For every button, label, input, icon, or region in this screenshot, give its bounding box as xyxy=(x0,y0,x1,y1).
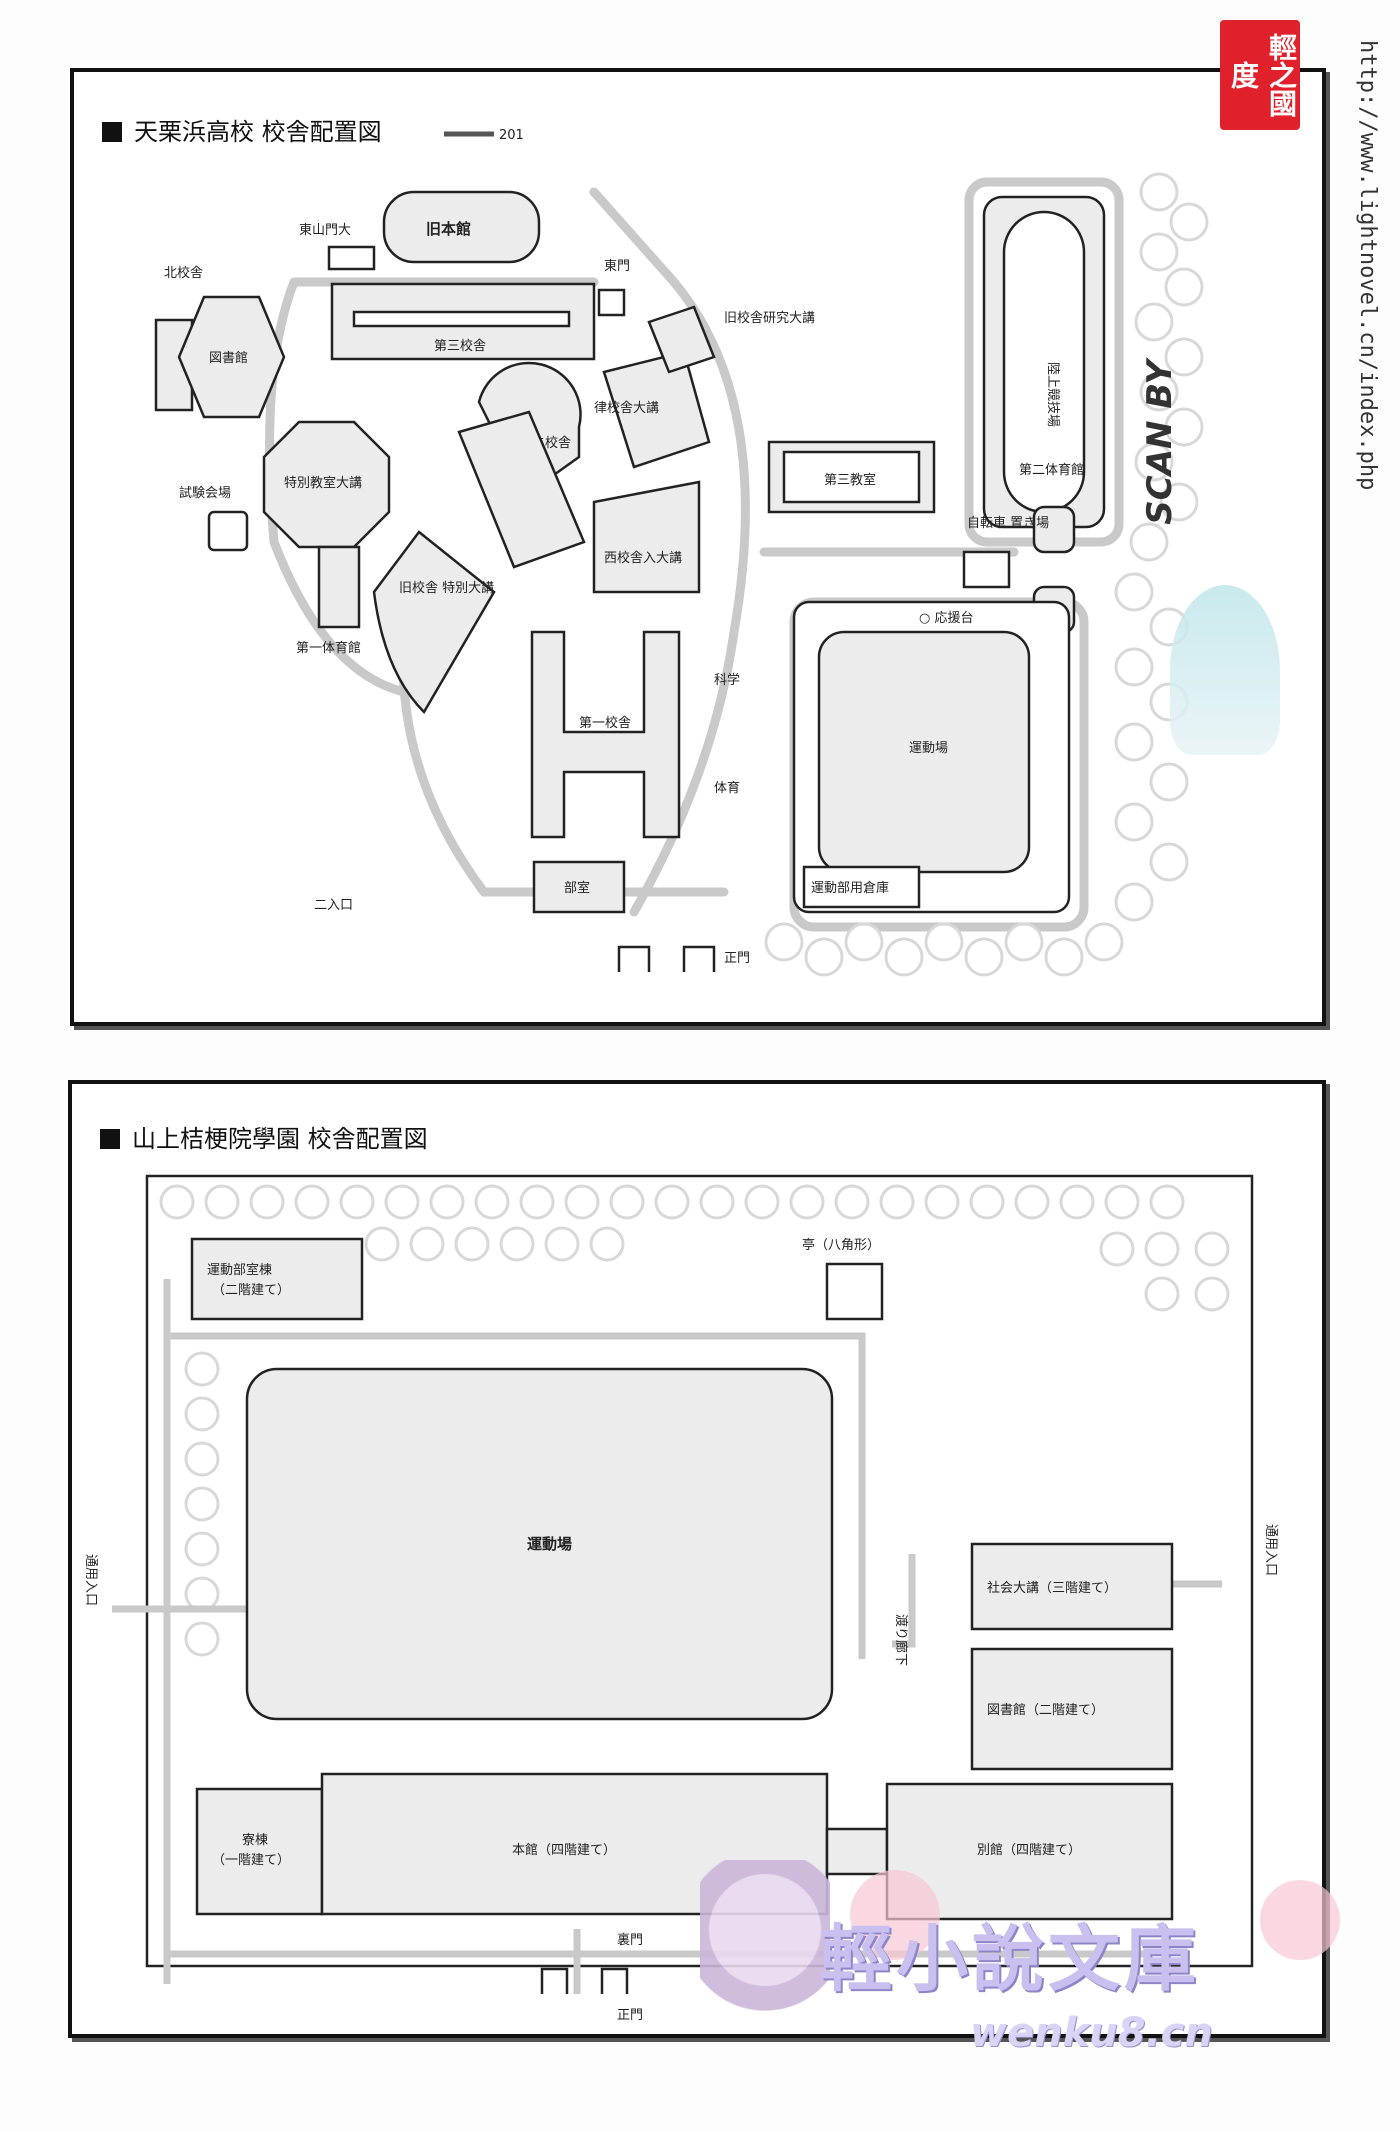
corridor-label: 渡り廊下 xyxy=(893,1614,909,1666)
club-room-label: 運動部室棟 （二階建て） xyxy=(207,1262,290,1298)
social-hall-label: 図書館 xyxy=(209,351,248,366)
north-building-top-label: 北校舎 xyxy=(164,265,203,281)
clubhouse xyxy=(532,860,626,914)
gazebo-label: 亭（八角形） xyxy=(802,1237,880,1253)
bike-shed xyxy=(962,550,1011,589)
wenku-name: 輕小說文庫 xyxy=(820,1917,1201,2001)
sakura-flower-icon-2 xyxy=(1260,1880,1340,1960)
gym2-a xyxy=(1032,505,1076,554)
clubhouse-label: 部室 xyxy=(564,880,590,896)
gym2-label: 第二体育館 xyxy=(1019,462,1084,478)
east-gate-hall-label: 東山門大 xyxy=(299,222,351,238)
exam-hall-label: 試験会場 xyxy=(179,485,231,501)
gym1 xyxy=(317,545,361,629)
road-main-diagonal xyxy=(589,187,750,917)
special-hall-label: 特別教室大講 xyxy=(284,475,362,491)
gazebo xyxy=(825,1262,884,1321)
art-hall-label: 旧校舎 特別大講 xyxy=(399,580,494,596)
first-building-label: 第一校舎 xyxy=(579,715,631,731)
annex xyxy=(885,1782,1174,1921)
ground xyxy=(245,1367,834,1721)
social-hall xyxy=(177,295,286,419)
entrance-left-label: 通用入口 xyxy=(83,1554,98,1606)
side-gate-bottom-label: 裏門 xyxy=(617,1933,643,1948)
art-hall xyxy=(372,530,496,715)
dorm-left-label-line2: （一階建て） xyxy=(212,1853,290,1868)
bottom-map-frame: 山上桔梗院學園 校舎配置図 xyxy=(68,1080,1326,2038)
social-hall-bottom xyxy=(970,1542,1174,1631)
campus-boundary xyxy=(145,1174,1254,1968)
social-hall-bottom-label: 社会大講（三階建て） xyxy=(987,1580,1117,1596)
center-hall-label: 律校舎大講 xyxy=(594,400,659,416)
science-mark-label: 科学 xyxy=(714,672,740,688)
main-gate-bottom-label: 正門 xyxy=(617,2008,643,2023)
main-gate-label: 正門 xyxy=(724,951,750,966)
center-hall-block xyxy=(602,350,711,469)
old-building-label: 旧本館 xyxy=(426,220,471,238)
club-room-label-line2: （二階建て） xyxy=(212,1283,290,1298)
north-building-inner xyxy=(352,310,571,328)
hall-block-right xyxy=(647,305,716,374)
pe-mark-label: 体育 xyxy=(714,780,740,796)
gate-post-2 xyxy=(682,945,716,972)
library-bottom-label: 図書館（二階建て） xyxy=(987,1703,1104,1718)
scan-watermark: 輕之國度 http://www.lightnovel.cn/index.php … xyxy=(1140,20,1390,780)
group-stamp: 輕之國度 xyxy=(1220,20,1300,130)
gym1-label: 第一体育館 xyxy=(296,640,361,656)
ground-label: 運動場 xyxy=(527,1535,572,1553)
bottom-title-square-icon xyxy=(100,1129,120,1149)
scan-by-text: SCAN BY xyxy=(1140,360,1180,525)
entrance-right-label: 通用入口 xyxy=(1263,1524,1278,1576)
dorm-left xyxy=(195,1787,324,1916)
center-building xyxy=(592,480,701,594)
bottom-map-title: 山上桔梗院學園 校舎配置図 xyxy=(132,1125,428,1153)
east-gate-top-label: 東門 xyxy=(604,258,630,274)
gate-post-right xyxy=(600,1967,629,1994)
url-watermark: http://www.lightnovel.cn/index.php xyxy=(1355,40,1380,491)
dorm-left-label-line1: 寮棟 xyxy=(242,1832,268,1848)
tree-row-top xyxy=(159,1184,1230,1312)
cheer-stand-label: ○ 応援台 xyxy=(919,611,973,626)
club-room-label-line1: 運動部室棟 xyxy=(207,1262,272,1278)
main-building-label: 本館（四階建て） xyxy=(512,1843,616,1858)
top-map-note: 201 xyxy=(499,128,524,143)
anime-avatar-icon xyxy=(1170,585,1280,755)
second-building xyxy=(457,410,586,569)
old-school-hall-label: 旧校舎研究大講 xyxy=(724,310,815,326)
old-building xyxy=(382,190,541,264)
path-top xyxy=(167,1332,866,1659)
east-gate-hall-box xyxy=(327,245,376,271)
storage xyxy=(802,865,921,909)
baseball-field xyxy=(817,630,1031,874)
wenku-watermark: 輕小說文庫 wenku8.cn xyxy=(700,1860,1360,2090)
dorm-left-label: 寮棟 （一階建て） xyxy=(212,1832,290,1868)
annex-label: 別館（四階建て） xyxy=(977,1843,1081,1858)
track-label: 陸上競技場 xyxy=(1045,362,1061,427)
top-campus-map: 天栗浜高校 校舎配置図 201 旧本館 東山門大 第三校舎 図書館 北校舎 特別… xyxy=(102,118,1209,977)
gate-post-left xyxy=(540,1967,569,1994)
chibi-character-icon xyxy=(700,1860,830,2060)
back-entrance-label: 二入口 xyxy=(314,898,353,913)
bike-label: 自転車 置き場 xyxy=(967,516,1049,531)
first-building xyxy=(530,630,681,839)
library-bottom xyxy=(970,1647,1174,1771)
small-box-top xyxy=(597,288,626,317)
center-building-label: 西校舎入大講 xyxy=(604,550,682,566)
third-building-inner xyxy=(782,450,921,504)
third-building-label: 第三教室 xyxy=(824,472,876,488)
exam-hall-box xyxy=(207,510,249,552)
top-map-frame: 天栗浜高校 校舎配置図 201 旧本館 東山門大 第三校舎 図書館 北校舎 特別… xyxy=(70,68,1326,1026)
path-right-connector xyxy=(892,1554,916,1648)
wenku-url: wenku8.cn xyxy=(970,2010,1213,2056)
club-room xyxy=(190,1237,364,1321)
north-building-label: 第三校舎 xyxy=(434,338,486,354)
title-square-icon xyxy=(102,122,122,142)
gate-post-1 xyxy=(617,945,651,972)
tree-column-left xyxy=(184,1351,220,1657)
baseball-label: 運動場 xyxy=(909,741,948,756)
top-map-title: 天栗浜高校 校舎配置図 xyxy=(134,118,382,146)
storage-label: 運動部用倉庫 xyxy=(811,881,889,896)
sakura-flower-icon xyxy=(850,1870,940,1960)
